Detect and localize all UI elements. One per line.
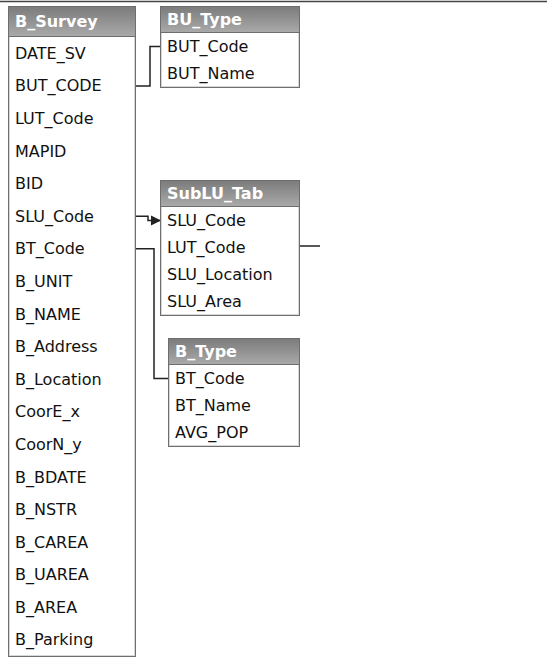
- field-name: AVG_POP: [175, 423, 248, 442]
- field-row: MAPID: [9, 135, 135, 168]
- field-row: B_UAREA: [9, 559, 135, 592]
- field-name: CoorN_y: [15, 435, 82, 454]
- relation-line-stub: [300, 245, 320, 247]
- field-name: B_CAREA: [15, 533, 88, 552]
- field-row: SLU_Code: [9, 200, 135, 233]
- field-name: B_Parking: [15, 630, 93, 649]
- field-row: B_Address: [9, 330, 135, 363]
- relationship-line: [136, 47, 160, 86]
- field-row: B_BDATE: [9, 461, 135, 494]
- field-row: B_Location: [9, 363, 135, 396]
- field-name: B_NAME: [15, 305, 81, 324]
- field-row: B_UNIT: [9, 265, 135, 298]
- field-name: B_Location: [15, 370, 102, 389]
- field-row: BUT_Code: [161, 33, 299, 60]
- field-row: DATE_SV: [9, 37, 135, 70]
- relationship-line: [136, 216, 160, 220]
- field-row: SLU_Location: [161, 261, 299, 288]
- field-name: SLU_Area: [167, 292, 242, 311]
- field-name: CoorE_x: [15, 402, 80, 421]
- field-name: BT_Code: [175, 369, 245, 388]
- field-name: BT_Name: [175, 396, 251, 415]
- field-name: B_AREA: [15, 598, 77, 617]
- table-name: B_Type: [175, 342, 237, 361]
- field-name: B_UNIT: [15, 272, 72, 291]
- field-row: AVG_POP: [169, 419, 299, 446]
- table-header: B_Type: [169, 339, 299, 365]
- field-name: SLU_Code: [167, 211, 246, 230]
- field-name: BUT_Code: [167, 37, 248, 56]
- table-box: B_SurveyDATE_SV BUT_CODE LUT_CodeMAPID BID S…: [8, 6, 136, 657]
- field-row: CoorE_x: [9, 396, 135, 429]
- table-box: SubLU_TabSLU_CodeLUT_CodeSLU_LocationSLU…: [160, 180, 300, 316]
- field-name: LUT_Code: [15, 109, 94, 128]
- field-name: B_Address: [15, 337, 98, 356]
- field-name: BID: [15, 174, 43, 193]
- field-name: BT_Code: [15, 239, 85, 258]
- field-row: LUT_Code: [161, 234, 299, 261]
- field-row: BT_Name: [169, 392, 299, 419]
- table-name: BU_Type: [167, 10, 242, 29]
- field-row: BT_Code: [169, 365, 299, 392]
- field-row: BUT_CODE: [9, 70, 135, 103]
- field-row: BT_Code: [9, 233, 135, 266]
- field-name: SLU_Code: [15, 207, 94, 226]
- top-rule: [0, 1, 547, 3]
- table-name: B_Survey: [15, 12, 98, 31]
- field-row: B_CAREA: [9, 526, 135, 559]
- field-row: B_Parking: [9, 624, 135, 657]
- table-header: BU_Type: [161, 7, 299, 33]
- field-name: LUT_Code: [167, 238, 246, 257]
- field-row: LUT_Code: [9, 102, 135, 135]
- table-header: B_Survey: [9, 7, 135, 37]
- field-name: BUT_CODE: [15, 76, 102, 95]
- field-row: BUT_Name: [161, 60, 299, 87]
- field-name: B_NSTR: [15, 500, 77, 519]
- field-name: MAPID: [15, 142, 66, 161]
- table-header: SubLU_Tab: [161, 181, 299, 207]
- field-name: B_UAREA: [15, 565, 89, 584]
- field-row: SLU_Area: [161, 288, 299, 315]
- field-name: DATE_SV: [15, 44, 86, 63]
- field-row: B_NAME: [9, 298, 135, 331]
- table-box: B_TypeBT_CodeBT_NameAVG_POP: [168, 338, 300, 447]
- field-row: B_NSTR: [9, 493, 135, 526]
- table-box: BU_TypeBUT_CodeBUT_Name: [160, 6, 300, 88]
- table-name: SubLU_Tab: [167, 184, 263, 203]
- field-name: BUT_Name: [167, 64, 255, 83]
- field-row: CoorN_y: [9, 428, 135, 461]
- field-row: SLU_Code: [161, 207, 299, 234]
- field-name: B_BDATE: [15, 468, 87, 487]
- field-name: SLU_Location: [167, 265, 273, 284]
- field-row: BID: [9, 167, 135, 200]
- field-row: B_AREA: [9, 591, 135, 624]
